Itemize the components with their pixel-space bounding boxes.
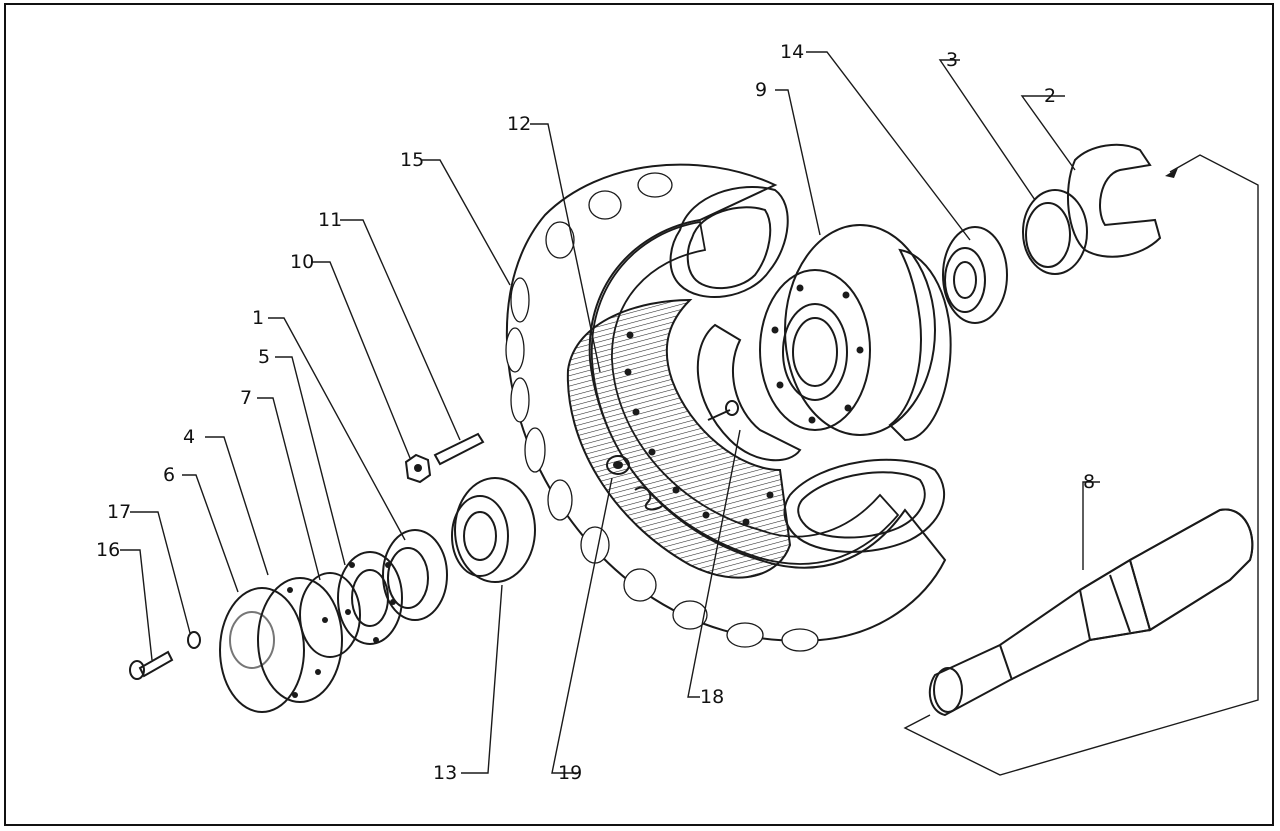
- flange-7: [299, 572, 361, 658]
- wheel-disc: [566, 298, 792, 579]
- callout-18: 18: [700, 686, 724, 708]
- pin-18: [707, 400, 739, 421]
- callout-14: 14: [780, 41, 804, 63]
- tyre-section-bottom-hole: [797, 471, 926, 539]
- callout-5: 5: [258, 346, 270, 368]
- tread-pattern: [505, 172, 819, 652]
- gasket-5: [337, 551, 403, 645]
- bearing-13: [451, 477, 536, 583]
- tyre-assembly: [505, 163, 947, 652]
- callout-13: 13: [433, 762, 457, 784]
- callout-labels: 1 2 3 4 5 6 7 8 9 10 11 12 13 14 15 16 1…: [96, 41, 1095, 784]
- tyre-section-bottom: [783, 458, 946, 553]
- callout-6: 6: [163, 464, 175, 486]
- callout-1: 1: [252, 307, 264, 329]
- callout-7: 7: [240, 387, 252, 409]
- bearing-ring-3: [1022, 189, 1088, 275]
- hub-cap-6: [219, 577, 343, 713]
- spring-clip: [634, 486, 663, 511]
- tyre-section-top-hole: [686, 206, 772, 290]
- callout-9: 9: [755, 79, 767, 101]
- bearing-14: [942, 226, 1008, 324]
- callout-17: 17: [107, 501, 131, 523]
- valve-19: [606, 455, 630, 475]
- shaft-8: [928, 508, 1254, 717]
- callout-19: 19: [558, 762, 582, 784]
- callout-8: 8: [1083, 471, 1095, 493]
- callout-12: 12: [507, 113, 531, 135]
- nut-10: [404, 453, 432, 484]
- callout-15: 15: [400, 149, 424, 171]
- clip-2: [1066, 143, 1162, 258]
- stud-11: [433, 432, 485, 466]
- callout-2: 2: [1044, 85, 1056, 107]
- leader-lines: [120, 51, 1259, 776]
- callout-16: 16: [96, 539, 120, 561]
- bolt-16: [129, 650, 174, 680]
- seal-1: [382, 529, 448, 621]
- callout-11: 11: [318, 209, 342, 231]
- disc-bolt-holes: [624, 331, 774, 526]
- callout-10: 10: [290, 251, 314, 273]
- washer-17: [187, 631, 201, 649]
- callout-4: 4: [183, 426, 195, 448]
- hub-9: [759, 224, 952, 442]
- callout-3: 3: [946, 49, 958, 71]
- disc-notch: [696, 323, 802, 462]
- tyre-section-top: [669, 186, 789, 298]
